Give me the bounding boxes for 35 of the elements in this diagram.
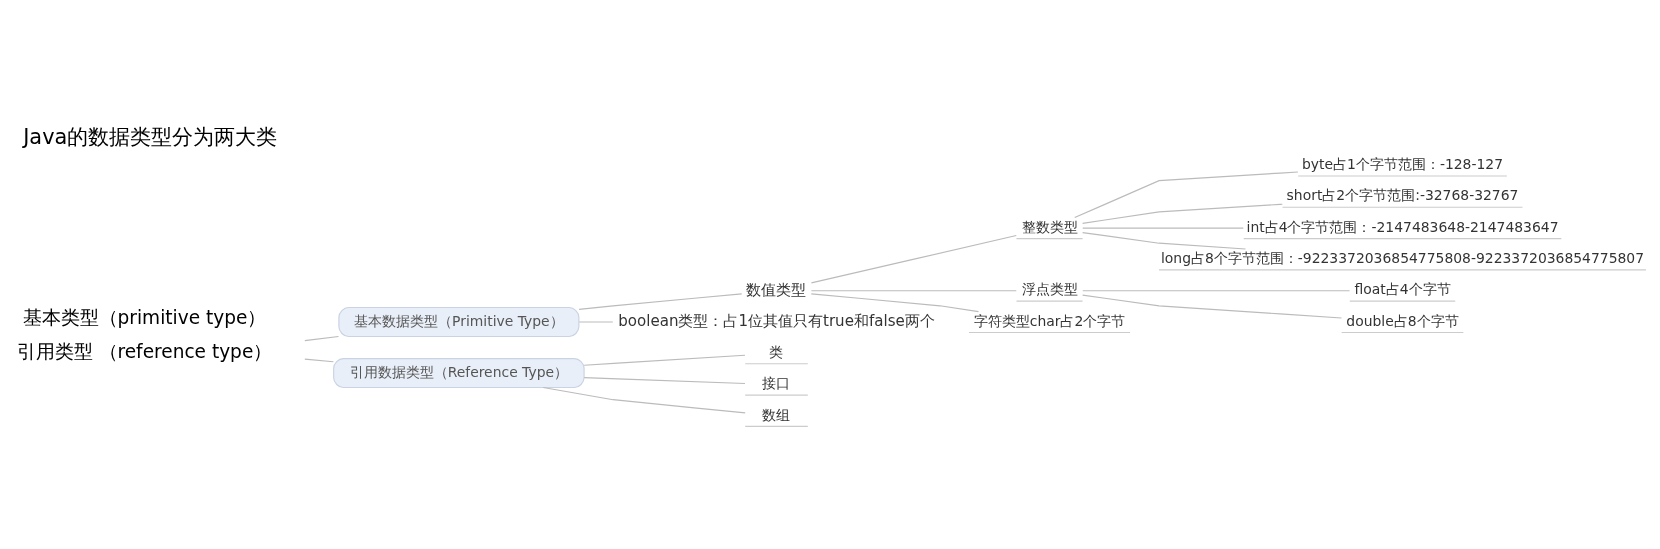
connector	[583, 354, 746, 366]
node-text: 浮点类型	[1021, 281, 1078, 298]
connector	[810, 293, 980, 313]
connector	[304, 335, 340, 342]
connector	[1074, 171, 1299, 219]
connector	[1082, 227, 1244, 229]
node-text: 接口	[762, 375, 791, 392]
connector	[810, 290, 1017, 292]
node-text: long占8个字节范围：-9223372036854775808-9223372036854775807	[1160, 250, 1645, 267]
connector	[1082, 232, 1247, 250]
node-text: boolean类型：占1位其值只有true和false两个	[618, 311, 935, 330]
node-text: float占4个字节	[1354, 281, 1451, 298]
label: 引用类型 （reference type）	[16, 340, 273, 362]
connector	[542, 386, 746, 414]
connector	[304, 358, 334, 363]
connector	[578, 293, 743, 310]
connector	[1082, 203, 1283, 224]
diagram-title: Java的数据类型分为两大类	[23, 124, 278, 149]
connector	[1082, 290, 1351, 292]
connector	[578, 321, 614, 323]
node-text: byte占1个字节范围：-128-127	[1301, 156, 1504, 173]
node-text: double占8个字节	[1346, 312, 1459, 329]
node-text: 字符类型char占2个字节	[973, 312, 1126, 329]
connector	[583, 377, 746, 385]
node-text: short占2个字节范围:-32768-32767	[1286, 187, 1519, 204]
node-text: 数组	[762, 406, 791, 423]
node-box: 基本数据类型（Primitive Type）	[338, 306, 580, 338]
node-text: int占4个字节范围：-2147483648-2147483647	[1246, 218, 1559, 235]
connector	[810, 234, 1017, 284]
node-box: 引用数据类型（Reference Type）	[333, 357, 585, 389]
connector	[1082, 294, 1343, 319]
node-text: 整数类型	[1021, 218, 1078, 235]
node-text: 数值类型	[746, 280, 807, 299]
label: 基本类型（primitive type）	[22, 307, 267, 329]
node-text: 类	[769, 343, 784, 360]
